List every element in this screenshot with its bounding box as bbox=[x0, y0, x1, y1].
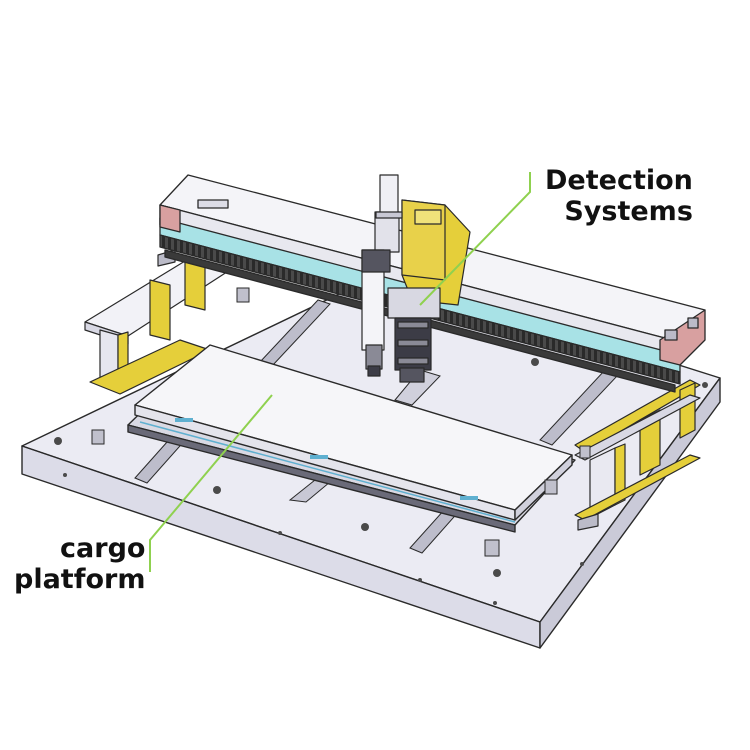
detection-head bbox=[361, 174, 471, 383]
corner-brackets bbox=[91, 287, 591, 557]
detection-systems-label: Detection Systems bbox=[545, 165, 693, 227]
detection-label-line2: Systems bbox=[564, 196, 693, 227]
beam-end-cap-left bbox=[159, 204, 181, 233]
right-support bbox=[574, 379, 701, 531]
platform-side bbox=[514, 454, 573, 521]
cargo-leader-line bbox=[149, 394, 273, 572]
spindle-housing bbox=[374, 211, 400, 253]
detection-label-line1: Detection bbox=[545, 165, 693, 196]
cargo-label-line2: platform bbox=[14, 564, 146, 595]
left-support bbox=[84, 249, 231, 395]
cargo-label-line1: cargo bbox=[60, 533, 146, 564]
detection-leader-line bbox=[419, 172, 531, 306]
cargo-platform-label: cargo platform bbox=[14, 533, 145, 595]
motor bbox=[379, 174, 399, 216]
callout-lines bbox=[149, 172, 531, 572]
